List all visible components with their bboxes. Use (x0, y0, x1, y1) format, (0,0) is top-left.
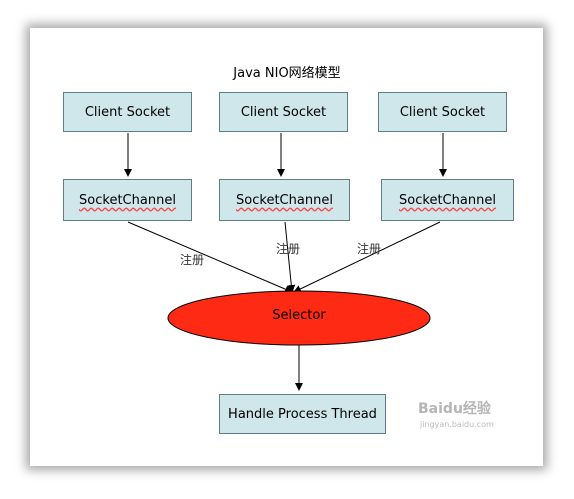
register-label: 注册 (357, 242, 382, 256)
client-socket-box: Client Socket (219, 92, 348, 132)
arrow-channel1-selector (127, 221, 293, 293)
arrow-channel3-selector (293, 221, 441, 293)
register-label: 注册 (276, 242, 301, 256)
socket-channel-box: SocketChannel (219, 179, 350, 221)
socket-channel-label: SocketChannel (399, 192, 496, 208)
socket-channel-box: SocketChannel (381, 179, 514, 221)
client-socket-label: Client Socket (240, 104, 327, 120)
selector-label: Selector (272, 308, 326, 323)
baidu-watermark-url: jingyan.baidu.com (420, 420, 494, 429)
register-label: 注册 (180, 253, 205, 267)
socket-channel-label: SocketChannel (236, 192, 333, 208)
baidu-watermark: Baidu经验 (418, 401, 491, 417)
socket-channel-box: SocketChannel (63, 179, 192, 221)
diagram-title: Java NIO网络模型 (233, 66, 341, 81)
handle-process-thread-label: Handle Process Thread (228, 406, 377, 422)
handle-process-thread-box: Handle Process Thread (219, 394, 386, 434)
client-socket-label: Client Socket (399, 104, 486, 120)
arrow-channel2-selector (284, 221, 296, 293)
socket-channel-label: SocketChannel (79, 192, 176, 208)
client-socket-box: Client Socket (378, 92, 507, 132)
client-socket-box: Client Socket (63, 92, 192, 132)
client-socket-label: Client Socket (84, 104, 171, 120)
